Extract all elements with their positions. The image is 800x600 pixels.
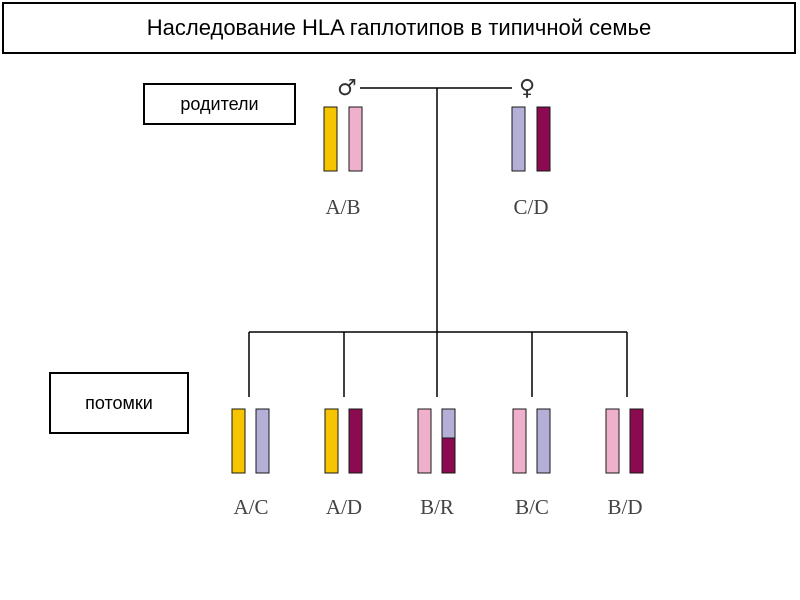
child-1-haplotype-bar-1: [231, 408, 246, 474]
offspring-label: потомки: [49, 372, 189, 434]
child-3-haplotype-bar-2-top: [441, 408, 456, 439]
genotype-labels: A/B C/D A/C A/D B/R B/C B/D: [233, 195, 642, 519]
father-haplotype-bar-2: [348, 106, 363, 172]
child-3-genotype-label: B/R: [420, 495, 454, 519]
pedigree-lines: [248, 87, 628, 397]
child-5-haplotype-bar-1: [605, 408, 620, 474]
mother-genotype-label: C/D: [513, 195, 548, 219]
child-4-haplotype-bar-2: [536, 408, 551, 474]
male-symbol: ♂: [337, 76, 357, 101]
child-1-haplotype-bar-2: [255, 408, 270, 474]
mother-haplotype-bar-2: [536, 106, 551, 172]
father-haplotype-bar-1: [323, 106, 338, 172]
parents-label: родители: [143, 83, 296, 125]
child-4-haplotype-bar-1: [512, 408, 527, 474]
father-genotype-label: A/B: [325, 195, 360, 219]
haplotype-bars: [231, 106, 644, 474]
mother-haplotype-bar-1: [511, 106, 526, 172]
child-5-genotype-label: B/D: [607, 495, 642, 519]
slide-title: Наследование HLA гаплотипов в типичной с…: [2, 2, 796, 54]
female-symbol: ♀: [519, 76, 535, 101]
child-3-haplotype-bar-2-bottom: [441, 437, 456, 474]
child-2-haplotype-bar-1: [324, 408, 339, 474]
child-4-genotype-label: B/C: [515, 495, 549, 519]
child-2-genotype-label: A/D: [326, 495, 362, 519]
child-5-haplotype-bar-2: [629, 408, 644, 474]
child-3-haplotype-bar-1: [417, 408, 432, 474]
child-2-haplotype-bar-2: [348, 408, 363, 474]
child-1-genotype-label: A/C: [233, 495, 268, 519]
